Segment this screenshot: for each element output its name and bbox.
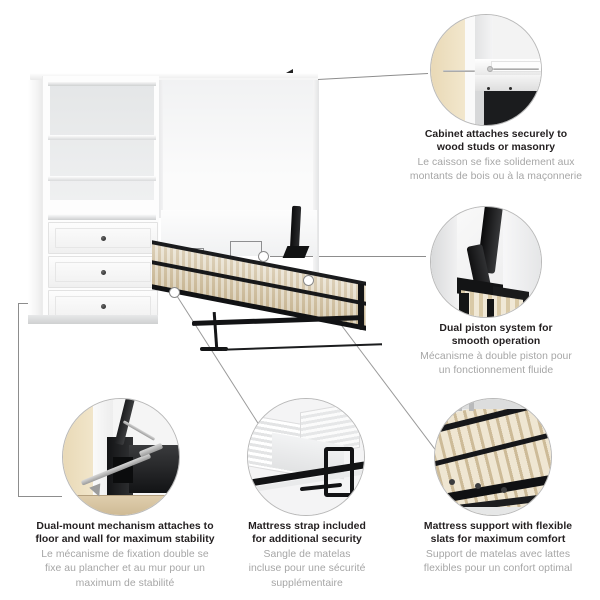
caption-en-line-1: Cabinet attaches securely to <box>424 129 568 140</box>
caption-fr-line-1: Support de matelas avec lattes <box>425 548 571 560</box>
caption-en-line-2: wood studs or masonry <box>436 142 556 154</box>
caption-en-line-1: Dual piston system for <box>439 323 553 334</box>
bed-support-leg <box>212 311 219 351</box>
caption-fr-line-1: Le mécanisme de fixation double se <box>41 548 209 560</box>
caption-mattress-strap: Mattress strap included for additional s… <box>232 520 382 590</box>
cabinet-shelf-top <box>48 82 156 86</box>
feature-photo-flexible-slats <box>434 398 552 516</box>
caption-fr-line-3: maximum de stabilité <box>75 577 175 589</box>
feature-photo-cabinet-anchor <box>430 14 542 126</box>
callout-dot-flexible-slats <box>303 275 314 286</box>
bed-foot-pad <box>200 347 228 351</box>
caption-fr-line-2: un fonctionnement fluide <box>438 365 554 377</box>
cabinet-shelf-1 <box>48 135 156 140</box>
caption-en-line-2: floor and wall for maximum stability <box>35 534 215 546</box>
callout-dot-mattress-strap <box>169 287 180 298</box>
cabinet-top-cap <box>30 73 318 80</box>
cavity-left-edge <box>157 80 163 218</box>
caption-fr-line-2: fixe au plancher et au mur pour un <box>44 563 206 575</box>
headboard-bracket-right <box>230 241 262 256</box>
connector-line-dual-piston <box>270 256 426 257</box>
cabinet-shelf-2 <box>48 176 156 181</box>
caption-fr-line-2: montants de bois ou à la maçonnerie <box>409 171 583 183</box>
drawer-knob-icon <box>100 269 106 275</box>
caption-en-line-1: Mattress strap included <box>248 521 366 532</box>
caption-en-line-2: for additional security <box>252 534 362 546</box>
bed-cavity-panel <box>157 80 319 218</box>
feature-photo-mattress-strap <box>247 398 365 516</box>
feature-photo-dual-mount <box>62 398 180 516</box>
caption-cabinet-anchor: Cabinet attaches securely to wood studs … <box>392 128 600 184</box>
drawer-knob-icon <box>100 235 106 241</box>
drawer-knob-icon <box>100 303 106 309</box>
caption-flexible-slats: Mattress support with flexible slats for… <box>398 520 598 576</box>
cabinet-left-side-panel <box>28 80 44 315</box>
cabinet-plinth <box>28 315 158 324</box>
caption-en-line-2: slats for maximum comfort <box>430 534 566 546</box>
caption-fr-line-3: supplémentaire <box>271 577 343 589</box>
caption-en-line-1: Mattress support with flexible <box>423 521 573 532</box>
callout-dot-dual-piston <box>258 251 269 262</box>
caption-fr-line-2: flexibles pour un confort optimal <box>423 563 573 575</box>
caption-fr-line-1: Sangle de matelas <box>263 548 351 560</box>
cavity-right-edge <box>313 80 319 300</box>
feature-photo-dual-piston <box>430 206 542 318</box>
bed-right-rail <box>358 284 364 330</box>
bookcase-back-panel <box>50 82 154 200</box>
connector-line-dual-mount-vertical <box>18 303 19 497</box>
caption-dual-mount: Dual-mount mechanism attaches to floor a… <box>12 520 238 590</box>
caption-en-line-1: Dual-mount mechanism attaches to <box>36 521 214 532</box>
caption-fr-line-1: Le caisson se fixe solidement aux <box>417 156 575 168</box>
connector-line-dual-mount-bottom <box>18 496 62 497</box>
caption-dual-piston: Dual piston system for smooth operation … <box>398 322 594 378</box>
product-image-murphy-bed <box>28 62 388 351</box>
cabinet-drawer-2 <box>48 256 158 288</box>
cabinet-shelf-3 <box>48 214 156 220</box>
piston-base <box>282 246 310 258</box>
cabinet-drawer-1 <box>48 222 158 254</box>
caption-en-line-2: smooth operation <box>451 336 541 348</box>
caption-fr-line-2: incluse pour une sécurité <box>248 563 366 575</box>
bed-platform <box>152 205 382 351</box>
caption-fr-line-1: Mécanisme à double piston pour <box>420 350 572 362</box>
